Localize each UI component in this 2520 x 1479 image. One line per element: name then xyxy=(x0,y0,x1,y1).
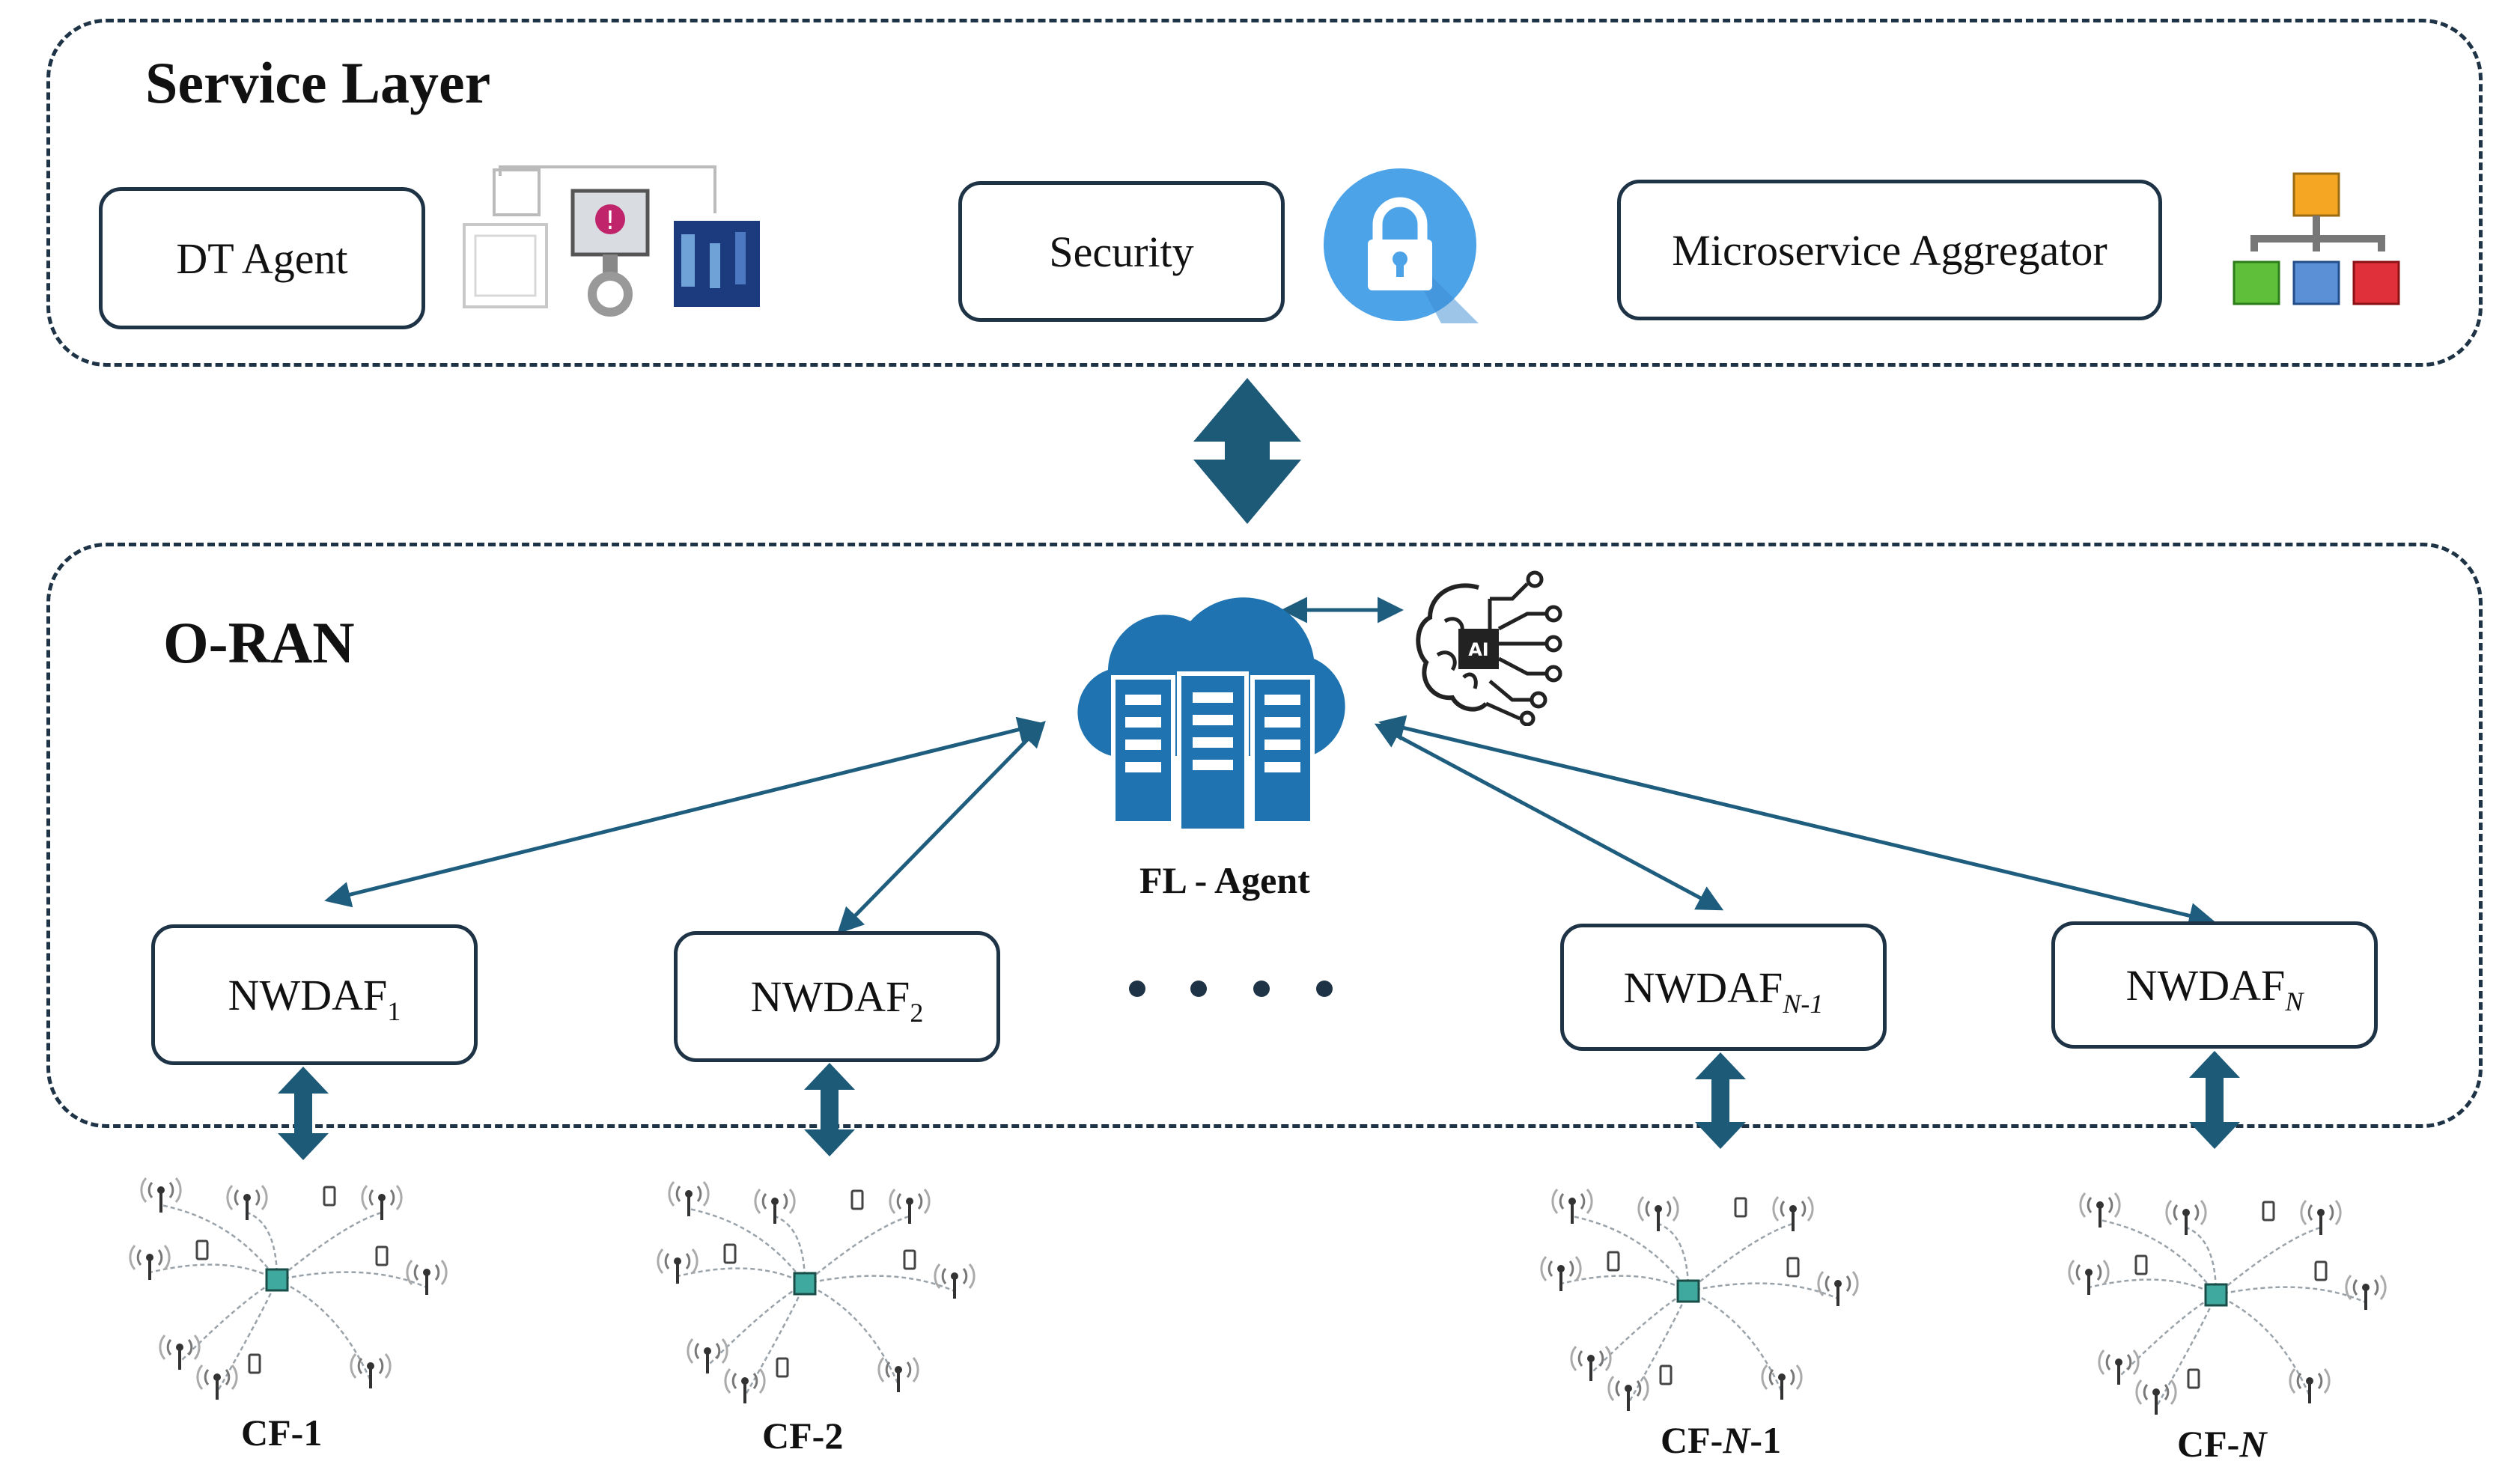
security-box[interactable]: Security xyxy=(958,181,1285,322)
hierarchy-icon xyxy=(2233,172,2400,305)
nwdaf-n-box[interactable]: NWDAFN xyxy=(2051,921,2378,1049)
dt-agent-label: DT Agent xyxy=(176,234,348,283)
nwdaf-2-label: NWDAF2 xyxy=(750,972,924,1028)
nwdaf-cf-arrow-4 xyxy=(2189,1051,2240,1149)
svg-text:!: ! xyxy=(605,206,615,236)
nwdaf-cf-arrow-1 xyxy=(278,1067,329,1160)
security-label: Security xyxy=(1049,227,1194,276)
cf-n-1-label: CF-N-1 xyxy=(1661,1419,1782,1461)
cf-network-icon xyxy=(129,1177,448,1400)
nwdaf-n-label: NWDAFN xyxy=(2125,960,2304,1016)
svg-text:AI: AI xyxy=(1468,639,1489,660)
nwdaf-n-1-box[interactable]: NWDAFN-1 xyxy=(1560,924,1887,1051)
ai-brain-icon: AI xyxy=(1416,570,1562,726)
microservice-aggregator-label: Microservice Aggregator xyxy=(1672,225,2107,275)
cf-network-icon xyxy=(1540,1189,1859,1411)
fl-agent-label: FL - Agent xyxy=(1139,859,1310,901)
cf-2-label: CF-2 xyxy=(762,1415,844,1457)
cf-n-label: CF-N xyxy=(2177,1423,2267,1465)
service-layer-title: Service Layer xyxy=(145,50,491,115)
cf-1-label: CF-1 xyxy=(241,1412,323,1454)
digital-twin-icon: ! xyxy=(463,165,760,317)
fl-to-nwdaf-n-arrow xyxy=(1378,715,2215,929)
nwdaf-cf-arrow-2 xyxy=(804,1063,855,1156)
nwdaf-cf-arrow-3 xyxy=(1695,1052,1746,1149)
fl-to-nwdaf-2-arrow xyxy=(837,720,1046,935)
nwdaf-1-box[interactable]: NWDAF1 xyxy=(151,924,478,1065)
nwdaf-1-label: NWDAF1 xyxy=(228,970,401,1026)
lock-icon xyxy=(1324,168,1479,323)
service-layer-box xyxy=(46,19,2483,367)
ellipsis-dots xyxy=(1129,981,1339,1003)
nwdaf-n-1-label: NWDAFN-1 xyxy=(1623,963,1824,1019)
nwdaf-2-box[interactable]: NWDAF2 xyxy=(674,931,1000,1062)
oran-layer-box xyxy=(46,543,2483,1128)
dt-agent-box[interactable]: DT Agent xyxy=(99,187,425,329)
cf-network-icon xyxy=(2068,1192,2387,1415)
cf-network-icon xyxy=(657,1181,976,1403)
layer-link-arrow xyxy=(1193,378,1301,524)
microservice-aggregator-box[interactable]: Microservice Aggregator xyxy=(1617,180,2162,320)
cloud-server-icon xyxy=(1077,597,1345,833)
oran-layer-title: O-RAN xyxy=(163,610,355,675)
